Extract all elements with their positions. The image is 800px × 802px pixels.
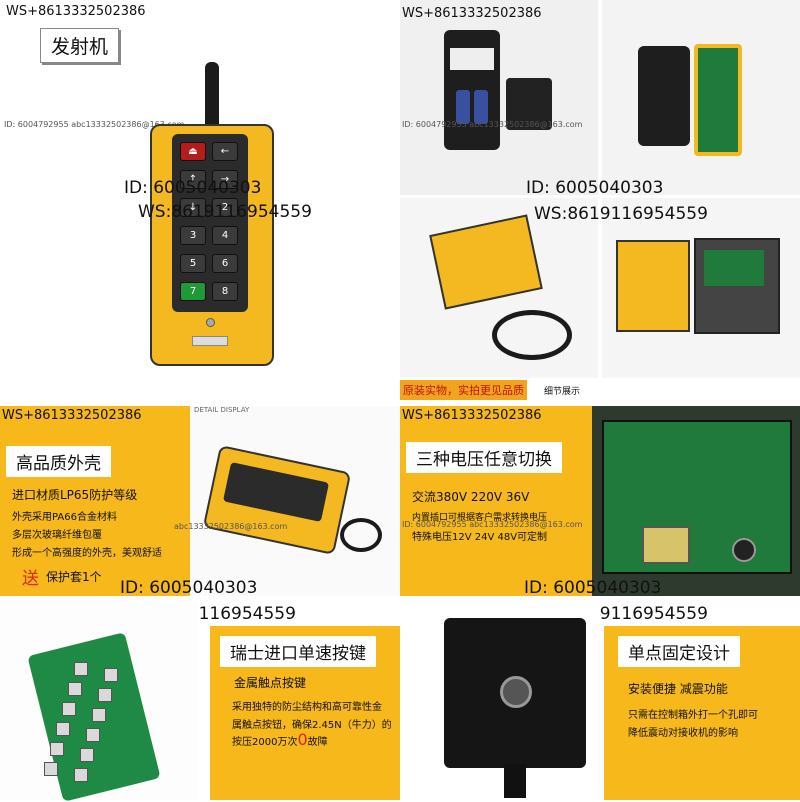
pcb-board — [694, 44, 742, 156]
detail-label: DETAIL DISPLAY — [194, 406, 250, 414]
remote-button: 6 — [212, 254, 238, 273]
photo-remote-pcb — [602, 0, 800, 195]
tactile-switch — [86, 728, 100, 742]
pcb-board — [602, 420, 792, 574]
pcb-board — [704, 250, 764, 286]
panel-voltage: WS+8613332502386 三种电压任意切换 交流380V 220V 36… — [400, 406, 592, 596]
tactile-switch — [62, 702, 76, 716]
voltage-line-2: 内置插口可根据客户需求转换电压 — [412, 513, 548, 523]
cable-coil — [492, 310, 572, 360]
shell-line-3: 多层次玻璃纤维包覆 — [12, 530, 102, 541]
tactile-switch — [92, 708, 106, 722]
watermark-id: ID: 6005040303 — [120, 578, 258, 598]
voltage-line-1: 交流380V 220V 36V — [412, 490, 530, 504]
button-line-3a: 按压2000万次 — [232, 737, 298, 748]
watermark-phone: WS+8613332502386 — [402, 6, 542, 21]
panel-mount-photo — [400, 602, 600, 800]
tactile-switch — [98, 688, 112, 702]
voltage-line-3: 特殊电压12V 24V 48V可定制 — [412, 532, 548, 543]
tactile-switch — [104, 668, 118, 682]
tactile-switch — [74, 662, 88, 676]
detail-cable — [340, 518, 382, 552]
receiver-box — [429, 214, 543, 310]
transformer — [642, 526, 690, 564]
cable-gland — [504, 764, 526, 798]
watermark-email-short: abc13332502386@163.com — [174, 522, 288, 531]
photo-receiver-closed — [400, 198, 598, 378]
panel-mount: 单点固定设计 安装便捷 减震功能 只需在控制箱外打一个孔即可 降低震动对接收机的… — [604, 626, 800, 800]
shell-line-1: 进口材质LP65防护等级 — [12, 488, 138, 502]
mount-subtitle: 安装便捷 减震功能 — [628, 682, 728, 696]
transmitter-title: 发射机 — [40, 28, 120, 63]
watermark-id: ID: 6005040303 — [124, 178, 262, 198]
panel-shell: WS+8613332502386 高品质外壳 进口材质LP65防护等级 外壳采用… — [0, 406, 190, 596]
battery-icon — [456, 90, 470, 124]
panel-button: 瑞士进口单速按键 金属触点按键 采用独特的防尘结构和高可靠性金 属触点按钮，确保… — [210, 626, 400, 800]
watermark-ws: WS:8619116954559 — [534, 204, 708, 224]
remote-button: ← — [212, 142, 238, 161]
mount-line-1: 只需在控制箱外打一个孔即可 — [628, 710, 758, 721]
remote-button: 7 — [180, 282, 206, 301]
button-title: 瑞士进口单速按键 — [220, 636, 376, 667]
receiver-lid — [616, 240, 690, 332]
tactile-switch — [56, 722, 70, 736]
mount-line-2: 降低震动对接收机的影响 — [628, 728, 738, 739]
capacitor — [732, 538, 756, 562]
watermark-email-small: ID: 6004792955 abc13332502386@163.com — [4, 120, 185, 129]
remote-button: 2 — [212, 198, 238, 217]
shell-line-2: 外壳采用PA66合金材料 — [12, 512, 117, 523]
antenna — [205, 62, 219, 132]
button-line-3: 按压2000万次0故障 — [232, 730, 328, 749]
remote-button: 8 — [212, 282, 238, 301]
watermark-phone: WS+8613332502386 — [2, 408, 142, 423]
button-subtitle: 金属触点按键 — [234, 676, 307, 690]
remote-back-cover — [638, 46, 690, 146]
watermark-email-small: ID: 6004792955 abc13332502386@163.com — [402, 120, 583, 129]
tactile-switch — [44, 762, 58, 776]
tactile-switch — [80, 748, 94, 762]
photo-opened-remote — [400, 0, 598, 195]
detail-caption: 细节展示 — [544, 387, 581, 397]
button-line-3b: 故障 — [307, 737, 328, 748]
panel-detail: DETAIL DISPLAY abc13332502386@163.com — [174, 406, 400, 596]
remote-button: → — [212, 170, 238, 189]
battery-icon — [474, 90, 488, 124]
button-line-1: 采用独特的防尘结构和高可靠性金 — [232, 702, 382, 713]
panel-receiver-internals — [592, 406, 800, 596]
remote-button: ↓ — [180, 198, 206, 217]
remote-button: 5 — [180, 254, 206, 273]
shell-line-4: 形成一个高强度的外壳，美观舒适 — [12, 548, 162, 559]
voltage-title: 三种电压任意切换 — [406, 442, 562, 473]
tactile-switch — [74, 768, 88, 782]
remote-button: 4 — [212, 226, 238, 245]
real-caption: 原装实物，实拍更见品质 — [400, 380, 527, 400]
promo-text: 保护套1个 — [46, 570, 102, 584]
remote-label-plate — [192, 336, 228, 346]
mount-bolt-icon — [500, 676, 532, 708]
tactile-switch — [50, 742, 64, 756]
watermark-id: ID: 6005040303 — [526, 178, 664, 198]
watermark-id: ID: 6005040303 — [524, 578, 662, 598]
photo-receiver-open — [602, 198, 800, 378]
watermark-email-small: ID: 6004792955 abc13332502386@163.com — [402, 520, 583, 529]
button-line-2: 属触点按钮，确保2.45N（牛力）的 — [232, 720, 392, 731]
watermark-phone: WS+8613332502386 — [402, 408, 542, 423]
watermark-phone: WS+8613332502386 — [6, 4, 146, 19]
remote-button: ⏏ — [180, 142, 206, 161]
button-line-3-red: 0 — [297, 730, 308, 749]
panel-transmitter: WS+8613332502386 发射机 ID: 6004792955 abc1… — [0, 0, 398, 398]
remote-button: 3 — [180, 226, 206, 245]
shell-title: 高品质外壳 — [6, 446, 111, 477]
battery-case — [506, 78, 552, 130]
watermark-ws: WS:8619116954559 — [138, 202, 312, 222]
mount-title: 单点固定设计 — [618, 636, 740, 667]
promo-red: 送 — [22, 569, 39, 589]
screw-icon — [206, 318, 215, 327]
panel-real-photos: WS+8613332502386 ID: 6004792955 abc13332… — [400, 0, 800, 400]
label-sticker — [450, 48, 494, 70]
remote-button: ↑ — [180, 170, 206, 189]
tactile-switch — [68, 682, 82, 696]
